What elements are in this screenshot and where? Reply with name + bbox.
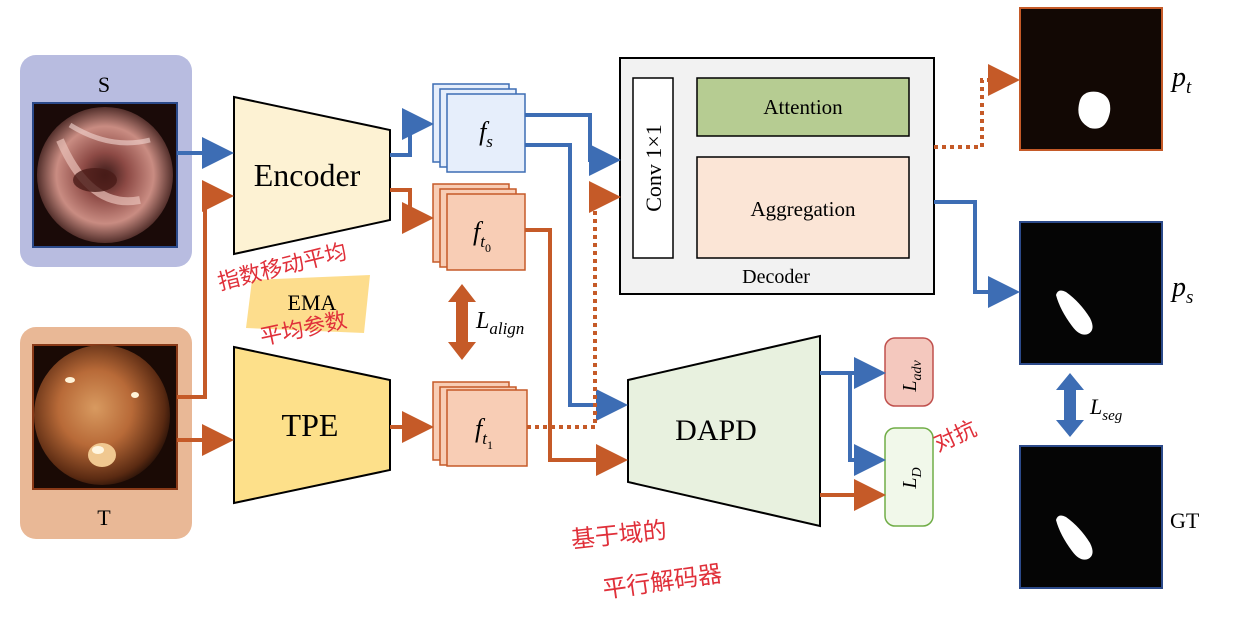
arrow-target-to-encoder <box>177 180 234 399</box>
svg-text:pt: pt <box>1170 62 1192 98</box>
svg-text:LD: LD <box>899 467 925 489</box>
encoder-block: Encoder <box>233 95 391 256</box>
svg-text:Lseg: Lseg <box>1089 394 1123 424</box>
l-adv-box: Ladv <box>884 337 934 407</box>
decoder-label: Decoder <box>742 266 810 288</box>
tpe-label: TPE <box>282 407 339 443</box>
target-label: T <box>97 505 111 530</box>
ft0-subsub: 0 <box>485 241 491 255</box>
aggregation-block: Aggregation <box>696 156 910 259</box>
handwritten-note-adv: 对抗 <box>930 417 980 458</box>
source-endoscopy-image <box>32 102 178 248</box>
l-adv-sub: adv <box>910 360 925 381</box>
ft0-base: f <box>473 217 484 246</box>
svg-text:Ladv: Ladv <box>899 360 925 393</box>
ft0-feature-stack: ft0 <box>432 183 526 271</box>
ema-label: EMA <box>288 290 337 315</box>
target-domain-panel: T <box>20 327 192 539</box>
ps-sub: s <box>1186 287 1193 308</box>
arrow-dapd-to-ld-blue <box>848 373 886 476</box>
conv-1x1-block: Conv 1×1 <box>632 77 674 259</box>
pt-base: p <box>1170 62 1186 93</box>
ps-base: p <box>1170 272 1186 303</box>
ema-note: EMA <box>246 275 370 333</box>
arrow-encoder-to-ft0 <box>390 188 434 234</box>
ft1-feature-stack: ft1 <box>432 381 528 467</box>
pt-mask <box>1019 7 1163 151</box>
dapd-label: DAPD <box>675 414 757 447</box>
decoder-block: Conv 1×1 Attention Aggregation Decoder <box>619 57 935 295</box>
attention-label: Attention <box>763 95 843 119</box>
svg-text:ft1: ft1 <box>475 414 493 452</box>
l-align-sub: align <box>489 319 524 338</box>
l-seg-base: L <box>1089 394 1102 419</box>
fs-feature-stack: fs <box>432 83 526 173</box>
ft1-base: f <box>475 414 486 443</box>
ft0-sub: t <box>480 232 486 251</box>
l-d-box: LD <box>884 427 934 527</box>
conv-label: Conv 1×1 <box>641 124 666 212</box>
handwritten-note-dapd-2: 平行解码器 <box>601 560 724 604</box>
l-seg-sub: seg <box>1102 408 1122 424</box>
arrow-fs-to-dapd <box>525 143 628 421</box>
fs-base: f <box>479 117 490 146</box>
attention-block: Attention <box>696 77 910 137</box>
svg-text:fs: fs <box>479 117 493 151</box>
l-align-arrow: Lalign <box>448 284 524 360</box>
target-endoscopy-image <box>32 344 178 490</box>
arrow-ft1-to-decoder <box>527 181 621 429</box>
arrow-ft0-to-dapd <box>525 228 628 476</box>
ps-mask <box>1019 221 1163 365</box>
arrows <box>177 64 1020 511</box>
pt-sub: t <box>1186 77 1192 98</box>
source-label: S <box>98 72 110 97</box>
handwritten-note-dapd-1: 基于域的 <box>570 516 668 554</box>
ft1-subsub: 1 <box>487 438 493 452</box>
svg-text:ft0: ft0 <box>473 217 491 255</box>
arrow-encoder-to-fs <box>390 108 434 157</box>
aggregation-label: Aggregation <box>751 197 856 221</box>
source-domain-panel: S <box>20 55 192 267</box>
ft1-sub: t <box>482 429 488 448</box>
tpe-block: TPE <box>233 345 391 505</box>
l-align-base: L <box>475 308 489 334</box>
dapd-block: DAPD <box>627 334 821 528</box>
arrow-fs-to-decoder <box>525 113 621 176</box>
l-d-base: L <box>899 478 921 490</box>
arrow-decoder-to-pt <box>934 64 1020 149</box>
gt-label: GT <box>1170 508 1200 533</box>
arrow-decoder-to-ps <box>934 200 1020 308</box>
l-adv-base: L <box>899 381 921 393</box>
l-d-sub: D <box>910 467 925 478</box>
fs-sub: s <box>486 132 493 151</box>
gt-mask <box>1019 445 1163 589</box>
l-seg-arrow: Lseg <box>1056 373 1123 437</box>
svg-text:ps: ps <box>1170 272 1193 308</box>
encoder-label: Encoder <box>254 157 361 193</box>
svg-text:Lalign: Lalign <box>475 308 524 338</box>
